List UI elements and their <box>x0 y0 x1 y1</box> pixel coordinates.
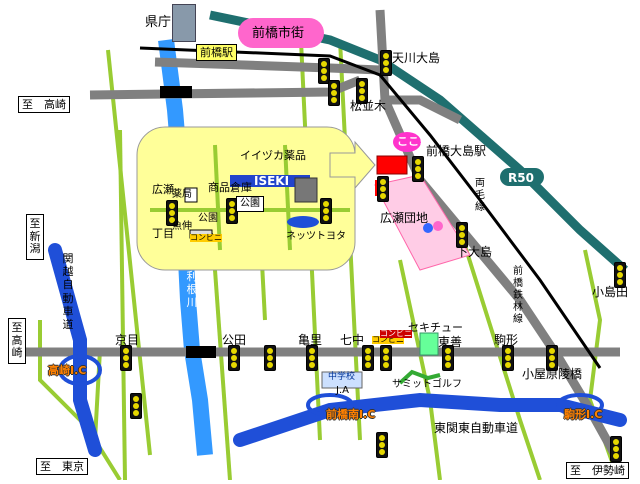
kanetsu-expressway <box>48 243 102 457</box>
traffic-signal-icon <box>380 50 392 76</box>
shouhin-souko-label: 商品倉庫 <box>208 181 252 194</box>
maebashi-minami-ic-label: 前橋南I.C <box>326 408 376 421</box>
koen-label-1: 公園 <box>236 196 264 212</box>
koen-label-2: 公園 <box>198 213 218 224</box>
ja-label: J.A <box>336 385 349 396</box>
summit-golf-label: サミットゴルフ <box>392 379 462 390</box>
kouda-label: 公田 <box>222 333 247 347</box>
traffic-signal-icon <box>130 393 142 419</box>
traffic-signal-icon <box>328 80 340 106</box>
iseki-building-icon <box>230 175 310 187</box>
r50-badge-bg <box>500 168 544 186</box>
car-icon <box>287 216 319 228</box>
kanetsu-label: 関越自動車道 <box>62 252 74 331</box>
netz-toyota-label: ネッツトヨタ <box>286 231 346 242</box>
maebashi-shigai-label: 前橋市街 <box>252 26 305 41</box>
tozen-label: 東善 <box>438 335 463 349</box>
golf-icon <box>398 369 441 385</box>
hirose-label: 広瀬 <box>152 183 174 196</box>
r50-route <box>209 10 628 274</box>
tonegawa-label: 利根川 <box>186 270 198 310</box>
traffic-signal-icon <box>166 200 178 226</box>
traffic-signal-icon <box>502 345 514 371</box>
traffic-signal-icon <box>306 345 318 371</box>
itchome-label: 丁目 <box>152 227 174 240</box>
uodai-label: 魚伸 <box>172 221 192 232</box>
traffic-signal-icon <box>614 262 626 288</box>
city-center-ellipse <box>238 18 324 48</box>
higashi-kanto-expressway <box>233 392 627 447</box>
matsunamiki-label: 松並木 <box>350 99 387 113</box>
convenience-store-label-2: コンビニ <box>190 233 222 242</box>
to-niigata-label: 至新潟 <box>26 214 44 260</box>
railway <box>139 46 602 369</box>
school-icon <box>321 371 363 389</box>
traffic-signal-icon <box>320 198 332 224</box>
traffic-signal-icon <box>377 176 389 202</box>
komagata-ic-label: 駒形I.C <box>564 408 603 421</box>
to-tokyo-label: 至 東京 <box>36 458 88 475</box>
to-takasaki-top-label: 至 高崎 <box>18 96 70 113</box>
overpass-mark <box>160 86 192 98</box>
komagata-label: 駒形 <box>494 333 519 347</box>
maebashi-station-label: 前橋駅 <box>196 44 237 61</box>
amagawa-oshima-label: 天川大島 <box>392 51 441 65</box>
traffic-signal-icon <box>610 436 622 462</box>
koyabara-label: 小屋原陵橋 <box>522 367 583 381</box>
kencho-label: 県庁 <box>145 15 172 30</box>
traffic-signal-icon <box>376 432 388 458</box>
traffic-signal-icon <box>228 345 240 371</box>
kameri-label: 亀里 <box>298 333 323 347</box>
traffic-signal-icon <box>264 345 276 371</box>
maebashi-kohan-label: 前橋鉄林線 <box>513 266 523 325</box>
takasaki-ic-label: 高崎I.C <box>48 364 87 377</box>
kojimada-label: 小島田 <box>592 285 629 299</box>
kencho-building-icon <box>172 4 196 42</box>
r50-label: R50 <box>508 171 534 185</box>
shimo-oshima-label: 下大島 <box>456 245 493 259</box>
house-icon <box>184 187 198 203</box>
golf-range-icon <box>419 332 439 356</box>
iizuka-label: イイヅカ薬品 <box>240 149 306 162</box>
koko-bubble <box>393 132 421 152</box>
shichinaka-label: 七中 <box>340 333 365 347</box>
convenience-store-label-3: コンビニ <box>380 329 412 338</box>
traffic-signal-icon <box>546 345 558 371</box>
higashi-kanto-label: 東関東自動車道 <box>434 421 519 435</box>
to-isesaki-label: 至 伊勢崎 <box>566 462 629 479</box>
traffic-signal-icon <box>120 345 132 371</box>
location-marker <box>376 155 408 175</box>
to-takasaki-left-label: 至高崎 <box>8 318 26 364</box>
sekichu-label: セキチュー <box>408 321 463 334</box>
traffic-signal-icon <box>356 78 368 104</box>
hirose-danchi-area <box>374 174 471 271</box>
iseki-label: ISEKI <box>254 174 290 188</box>
arrow-right-icon <box>329 140 376 190</box>
building-icon <box>294 177 318 203</box>
convenience-store-label: コンビニ <box>372 335 404 344</box>
traffic-signal-icon <box>442 345 454 371</box>
chugakko-label: 中学校 <box>328 372 356 382</box>
traffic-signal-icon <box>362 345 374 371</box>
traffic-signal-icon <box>456 222 468 248</box>
ryomo-line-label: 両毛線 <box>475 178 485 213</box>
koko-label: ここ! <box>397 135 425 148</box>
traffic-signal-icon <box>380 345 392 371</box>
traffic-signal-icon <box>412 156 424 182</box>
kyome-label: 京目 <box>115 333 140 347</box>
traffic-signal-icon <box>318 58 330 84</box>
yakkyoku-label: 薬局 <box>172 189 192 200</box>
maebashi-oshima-station-label: 前橋大島駅 <box>426 144 487 158</box>
hirose-danchi-label: 広瀬団地 <box>380 211 429 225</box>
